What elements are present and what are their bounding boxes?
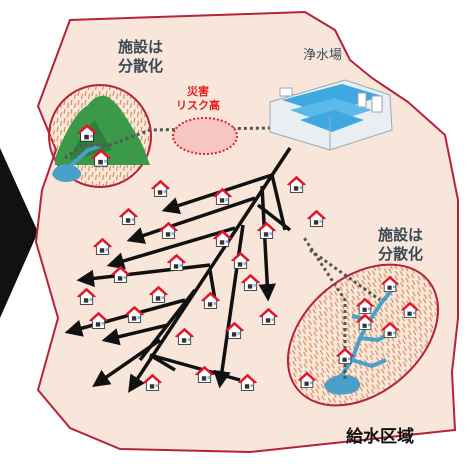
disaster-risk-line2: リスク高 [176, 99, 220, 112]
pond-icon [324, 374, 361, 395]
disaster-risk-label: 災害 リスク高 [176, 85, 220, 113]
facility-dispersed-right-line1: 施設は [378, 226, 424, 244]
water-plant-label: 浄水場 [303, 48, 343, 63]
disaster-risk-oval [172, 117, 238, 155]
pond-icon [52, 164, 82, 182]
disaster-risk-line1: 災害 [187, 85, 209, 98]
facility-dispersed-left-line1: 施設は [118, 38, 164, 56]
facility-dispersed-left-line2: 分散化 [118, 57, 164, 75]
pipe-network [64, 147, 292, 393]
water-treatment-plant-icon [269, 79, 393, 151]
facility-dispersed-right-line2: 分散化 [378, 245, 424, 263]
dispersed-facility-right [286, 235, 440, 407]
chevron-right-arrow-icon [0, 148, 38, 318]
facility-dispersed-right-label: 施設は 分散化 [378, 226, 423, 264]
water-supply-area-label: 給水区域 [346, 427, 414, 447]
facility-dispersed-left-label: 施設は 分散化 [118, 38, 163, 76]
